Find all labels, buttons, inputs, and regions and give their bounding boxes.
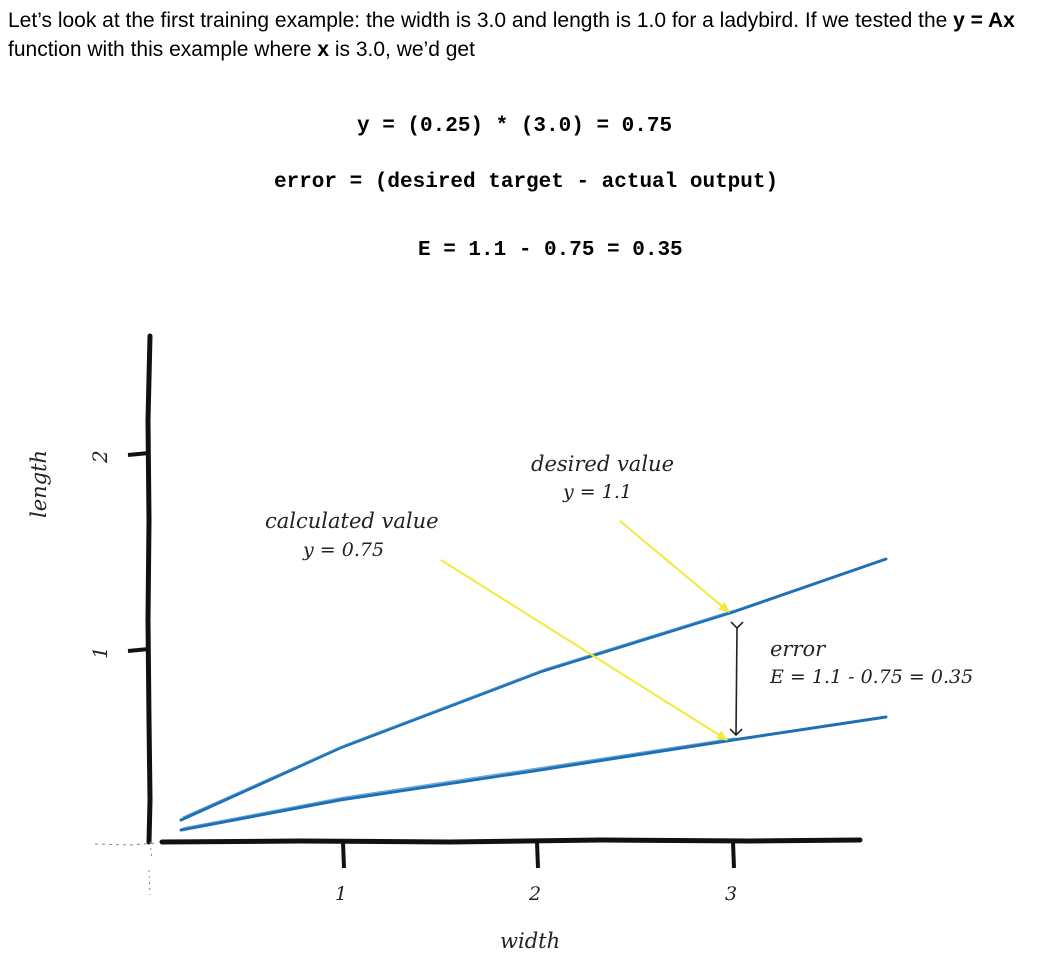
x-tick-2 (535, 841, 540, 869)
x-tick-3 (731, 841, 736, 869)
x-axis (159, 837, 863, 845)
equation-error-value: E = 1.1 - 0.75 = 0.35 (418, 239, 683, 262)
desired-arrow (619, 520, 730, 613)
desired-value-eq: y = 1.1 (562, 481, 632, 503)
error-eq: E = 1.1 - 0.75 = 0.35 (769, 666, 973, 688)
y-axis (145, 333, 153, 845)
calculated-line (179, 715, 888, 832)
equation-error-definition: error = (desired target - actual output) (274, 171, 779, 194)
calculated-arrow (440, 559, 728, 741)
calculated-value-eq: y = 0.75 (302, 539, 384, 561)
y-tick-2 (127, 451, 150, 457)
intro-prefix: Let’s look at the first training example… (8, 9, 954, 32)
calculated-line-sketch (182, 737, 736, 829)
error-label: error (770, 637, 827, 661)
y-axis-label: length (27, 450, 51, 518)
intro-function: y = Ax (953, 9, 1015, 32)
intro-middle: function with this example where (8, 38, 318, 61)
desired-line (179, 557, 888, 822)
x-tick-label-1: 1 (335, 883, 347, 905)
desired-value-label: desired value (531, 452, 674, 476)
desired-line-sketch (182, 609, 736, 818)
x-tick-label-2: 2 (528, 883, 541, 905)
y-tick-label-2: 2 (88, 450, 112, 464)
equation-output: y = (0.25) * (3.0) = 0.75 (357, 115, 673, 138)
y-axis-tail (148, 841, 153, 896)
x-tick-1 (341, 841, 346, 869)
intro-paragraph: Let’s look at the first training example… (8, 6, 1028, 64)
intro-var: x (317, 38, 330, 61)
x-axis-label: width (500, 929, 560, 953)
x-tick-label-3: 3 (725, 883, 737, 905)
calculated-value-label: calculated value (265, 509, 439, 533)
y-tick-label-1: 1 (88, 646, 112, 659)
error-arrow (729, 621, 744, 737)
x-axis-tail (94, 842, 159, 846)
intro-suffix: is 3.0, we’d get (329, 38, 475, 61)
y-tick-1 (127, 647, 150, 653)
